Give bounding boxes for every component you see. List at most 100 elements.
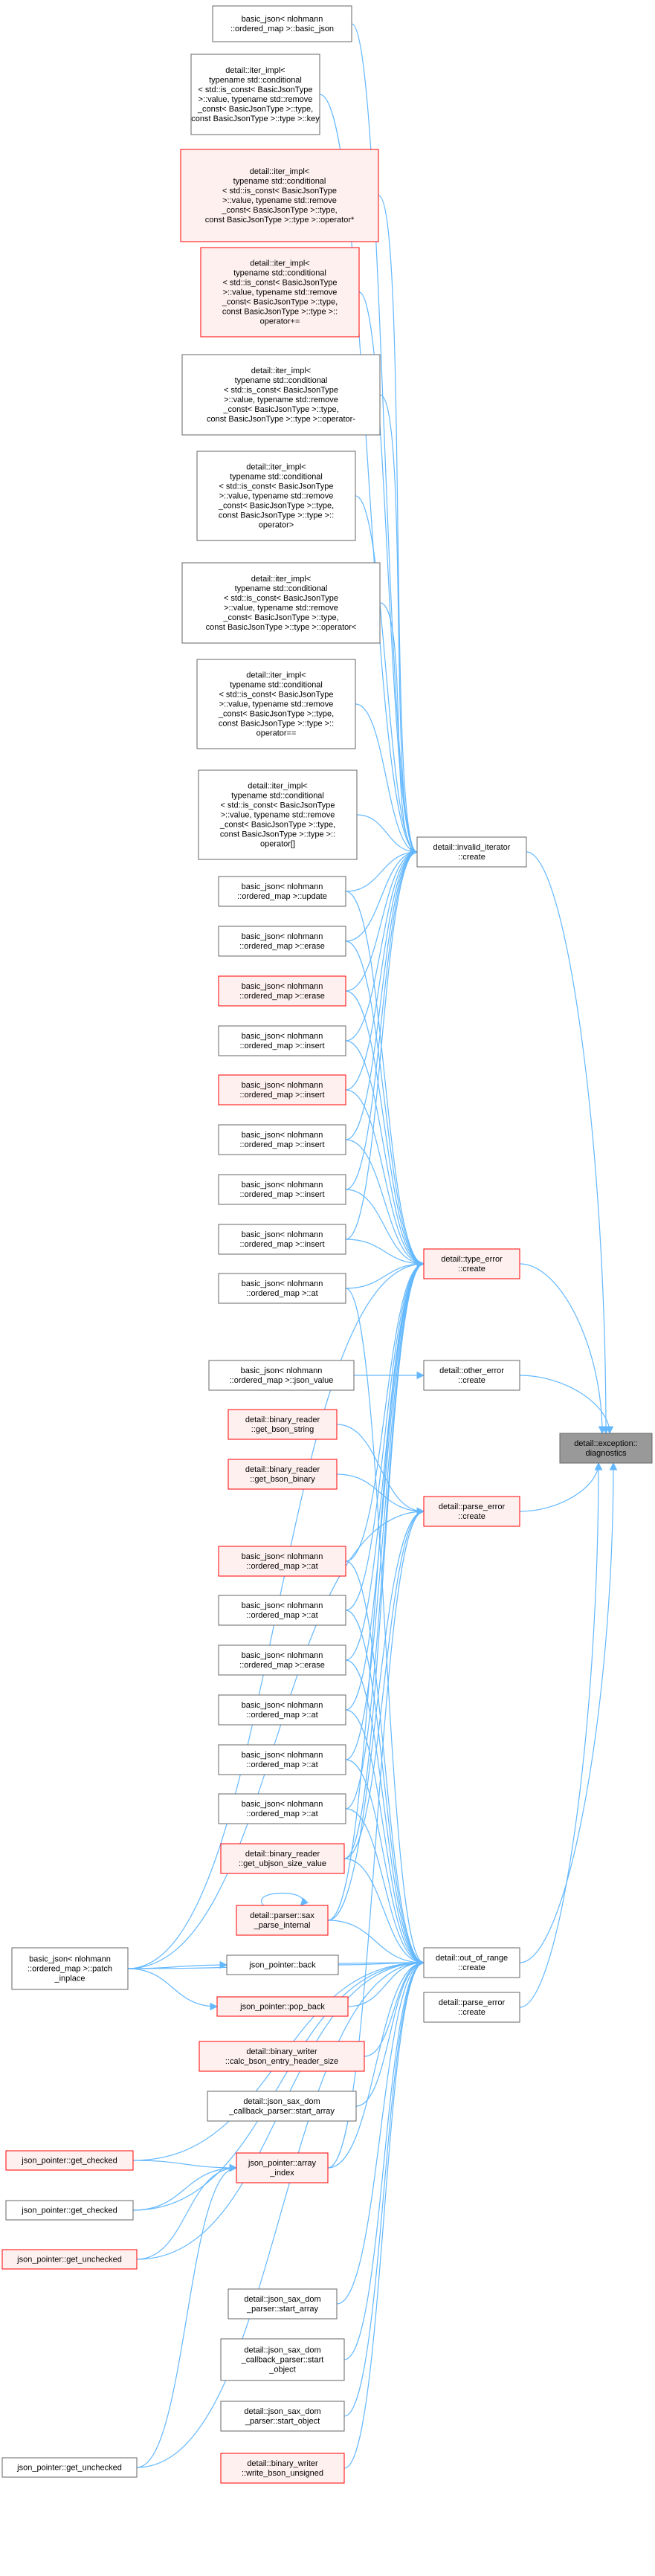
node-label-line: ::ordered_map >::update	[237, 892, 327, 901]
edge-bson_binary-to-parse_error1	[336, 1473, 425, 1516]
node-label-line: detail::binary_reader	[245, 1465, 320, 1474]
node-label-line: ::ordered_map >::insert	[239, 1190, 324, 1199]
graph-node-sax-start-object[interactable]: detail::json_sax_dom_parser::start_objec…	[220, 2401, 345, 2432]
node-label-line: json_pointer::get_checked	[21, 2157, 117, 2166]
graph-node-erase1[interactable]: basic_json< nlohmann::ordered_map >::era…	[218, 926, 346, 957]
graph-node-at1[interactable]: basic_json< nlohmann::ordered_map >::at	[218, 1273, 346, 1304]
node-label-line: typename std::conditional	[230, 473, 323, 482]
graph-node-erase2[interactable]: basic_json< nlohmann::ordered_map >::era…	[218, 975, 346, 1007]
graph-node-insert2[interactable]: basic_json< nlohmann::ordered_map >::ins…	[218, 1074, 346, 1105]
graph-node-patch-inplace[interactable]: basic_json< nlohmann::ordered_map >::pat…	[11, 1947, 129, 1990]
graph-node-iter-eq[interactable]: detail::iter_impl<typename std::conditio…	[196, 659, 356, 749]
graph-node-jp-array-index[interactable]: json_pointer::array_index	[236, 2152, 329, 2183]
graph-node-parse-error1[interactable]: detail::parse_error::create	[423, 1496, 520, 1527]
graph-node-bson-binary[interactable]: detail::binary_reader::get_bson_binary	[228, 1459, 338, 1490]
node-label-line: basic_json< nlohmann	[242, 1751, 323, 1760]
graph-node-sax-cb-start-array[interactable]: detail::json_sax_dom_callback_parser::st…	[207, 2091, 357, 2122]
graph-node-bson-string[interactable]: detail::binary_reader::get_bson_string	[228, 1409, 338, 1440]
graph-node-update[interactable]: basic_json< nlohmann::ordered_map >::upd…	[218, 876, 346, 907]
graph-node-insert4[interactable]: basic_json< nlohmann::ordered_map >::ins…	[218, 1174, 346, 1205]
node-label-line: detail::parser::sax	[250, 1911, 314, 1920]
node-label-line: basic_json< nlohmann	[242, 1230, 323, 1239]
node-label-line: ::ordered_map >::erase	[239, 1661, 325, 1670]
node-box	[208, 1360, 355, 1391]
graph-node-calc-bson[interactable]: detail::binary_writer::calc_bson_entry_h…	[199, 2041, 365, 2072]
graph-node-jp-get-checked2[interactable]: json_pointer::get_checked	[5, 2200, 134, 2221]
node-label-line: detail::json_sax_dom	[244, 2295, 320, 2304]
graph-node-at5[interactable]: basic_json< nlohmann::ordered_map >::at	[218, 1744, 346, 1775]
edge-erase2-to-invalid_iter	[345, 848, 419, 992]
edge-patch_inplace-to-parse_error1	[127, 1507, 425, 1969]
graph-node-jp-back[interactable]: json_pointer::back	[226, 1954, 339, 1975]
node-label-line: detail::json_sax_dom	[244, 2346, 320, 2355]
graph-node-basic-json[interactable]: basic_json< nlohmann::ordered_map >::bas…	[212, 5, 352, 42]
node-box	[196, 659, 356, 749]
node-label-line: _const< BasicJsonType >::type,	[222, 298, 338, 307]
graph-node-ubjson-size[interactable]: detail::binary_reader::get_ubjson_size_v…	[220, 1843, 345, 1874]
graph-node-out-of-range[interactable]: detail::out_of_range::create	[423, 1947, 520, 1978]
graph-node-jp-get-checked1[interactable]: json_pointer::get_checked	[5, 2150, 134, 2171]
node-label-line: ::create	[458, 1512, 485, 1521]
node-label-line: ::ordered_map >::at	[246, 1562, 317, 1571]
graph-node-jp-get-unchecked1[interactable]: json_pointer::get_unchecked	[1, 2249, 138, 2270]
node-label-line: detail::other_error	[439, 1366, 504, 1375]
graph-node-jp-get-unchecked2[interactable]: json_pointer::get_unchecked	[1, 2457, 138, 2478]
node-box	[5, 2150, 134, 2171]
graph-node-write-bson-unsigned[interactable]: detail::binary_writer::write_bson_unsign…	[220, 2453, 345, 2484]
graph-node-insert5[interactable]: basic_json< nlohmann::ordered_map >::ins…	[218, 1224, 346, 1255]
node-label-line: < std::is_const< BasicJsonType	[224, 594, 338, 603]
graph-node-type-error[interactable]: detail::type_error::create	[423, 1248, 520, 1279]
graph-node-json-value[interactable]: basic_json< nlohmann::ordered_map >::jso…	[208, 1360, 355, 1391]
graph-node-at6[interactable]: basic_json< nlohmann::ordered_map >::at	[218, 1793, 346, 1824]
edge-insert1-to-invalid_iter	[345, 848, 419, 1042]
node-label-line: typename std::conditional	[235, 376, 328, 385]
graph-node-sax-start-array[interactable]: detail::json_sax_dom_parser::start_array	[228, 2288, 338, 2320]
graph-node-at3[interactable]: basic_json< nlohmann::ordered_map >::at	[218, 1595, 346, 1626]
graph-node-at4[interactable]: basic_json< nlohmann::ordered_map >::at	[218, 1694, 346, 1726]
graph-node-parse-error2[interactable]: detail::parse_error::create	[423, 1992, 520, 2023]
node-label-line: basic_json< nlohmann	[242, 1601, 323, 1610]
graph-node-iter-pluseq[interactable]: detail::iter_impl<typename std::conditio…	[200, 247, 360, 338]
node-label-line: detail::binary_writer	[247, 2459, 318, 2468]
edge-at4-to-out_of_range	[345, 1709, 425, 1967]
node-label-line: ::create	[458, 1265, 485, 1274]
graph-node-iter-lt[interactable]: detail::iter_impl<typename std::conditio…	[181, 562, 381, 644]
graph-node-erase3[interactable]: basic_json< nlohmann::ordered_map >::era…	[218, 1644, 346, 1676]
graph-node-iter-sub[interactable]: detail::iter_impl<typename std::conditio…	[198, 769, 358, 860]
node-label-line: ::create	[458, 2008, 485, 2017]
edge-out_of_range-to-diagnostics	[519, 1462, 618, 1963]
edge-erase1-to-type_error	[345, 940, 425, 1268]
edge-invalid_iter-to-diagnostics	[526, 851, 610, 1435]
node-box	[218, 1074, 346, 1105]
graph-node-iter-gt[interactable]: detail::iter_impl<typename std::conditio…	[196, 451, 356, 541]
edge-insert2-to-invalid_iter	[345, 848, 419, 1091]
node-box	[236, 2152, 329, 2183]
graph-node-jp-pop-back[interactable]: json_pointer::pop_back	[216, 1996, 349, 2017]
node-box	[1, 2457, 138, 2478]
node-label-line: detail::exception::	[574, 1439, 638, 1448]
node-label-line: basic_json< nlohmann	[242, 1701, 323, 1710]
graph-node-at2[interactable]: basic_json< nlohmann::ordered_map >::at	[218, 1546, 346, 1577]
node-label-line: typename std::conditional	[231, 792, 324, 801]
node-label-line: const BasicJsonType >::type >::operator*	[205, 216, 355, 225]
node-label-line: ::ordered_map >::at	[246, 1611, 317, 1620]
graph-node-diagnostics[interactable]: detail::exception::diagnostics	[559, 1433, 653, 1464]
graph-node-iter-key[interactable]: detail::iter_impl<typename std::conditio…	[190, 54, 320, 135]
graph-node-sax-parse[interactable]: detail::parser::sax_parse_internal	[236, 1905, 329, 1936]
node-label-line: ::ordered_map >::at	[246, 1289, 317, 1298]
edge-iter_op-to-invalid_iter	[379, 394, 419, 856]
node-box	[207, 2091, 357, 2122]
graph-node-sax-cb-start-object[interactable]: detail::json_sax_dom_callback_parser::st…	[220, 2338, 345, 2381]
graph-node-insert1[interactable]: basic_json< nlohmann::ordered_map >::ins…	[218, 1025, 346, 1056]
node-label-line: ::get_bson_string	[251, 1425, 314, 1434]
graph-node-other-error[interactable]: detail::other_error::create	[423, 1360, 520, 1391]
graph-node-iter-op[interactable]: detail::iter_impl<typename std::conditio…	[181, 354, 381, 436]
graph-node-iter-deref[interactable]: detail::iter_impl<typename std::conditio…	[180, 149, 379, 242]
node-label-line: detail::binary_reader	[245, 1415, 320, 1424]
edge-ubjson_size-to-type_error	[343, 1259, 425, 1859]
graph-node-insert3[interactable]: basic_json< nlohmann::ordered_map >::ins…	[218, 1124, 346, 1155]
edge-insert5-to-type_error	[345, 1239, 425, 1268]
edge-iter_deref-to-invalid_iter	[378, 195, 419, 856]
edge-iter_key-to-invalid_iter	[319, 94, 419, 856]
graph-node-invalid-iter[interactable]: detail::invalid_iterator::create	[416, 836, 527, 868]
